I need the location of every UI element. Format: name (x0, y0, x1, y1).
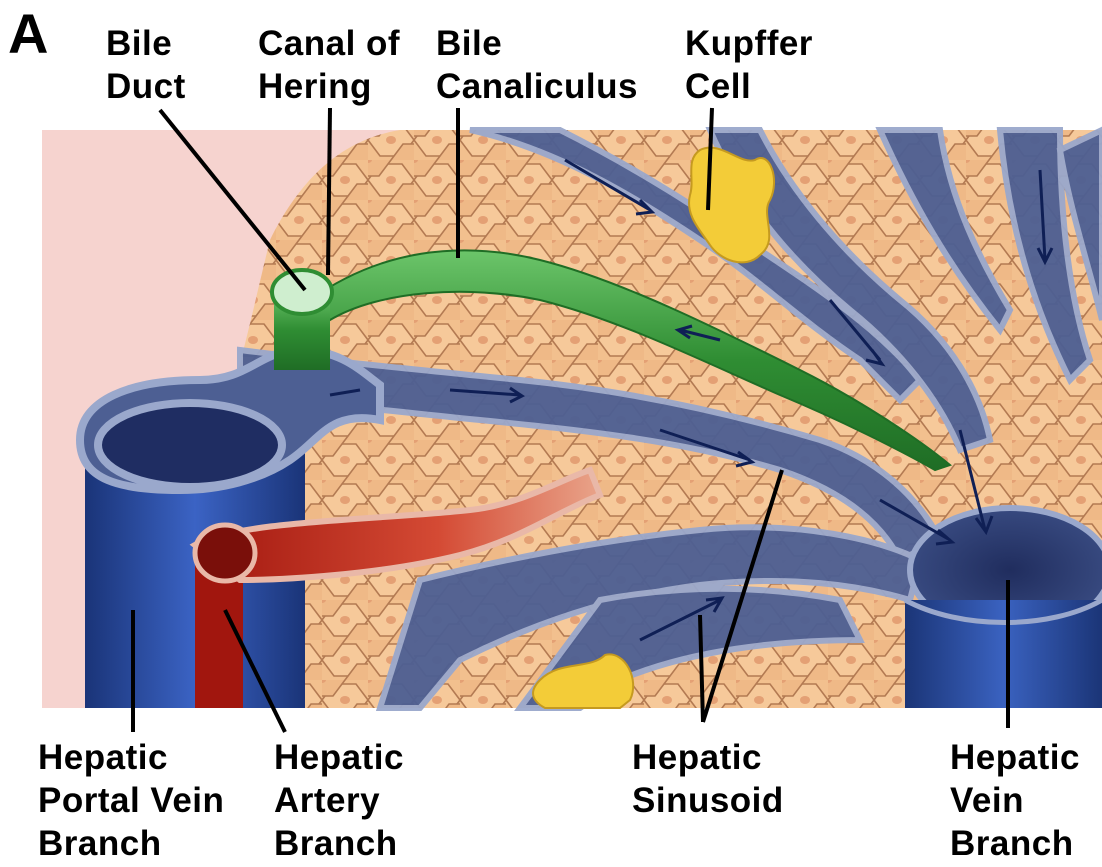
hepatic-vein (905, 508, 1102, 708)
panel-letter: A (8, 6, 48, 62)
